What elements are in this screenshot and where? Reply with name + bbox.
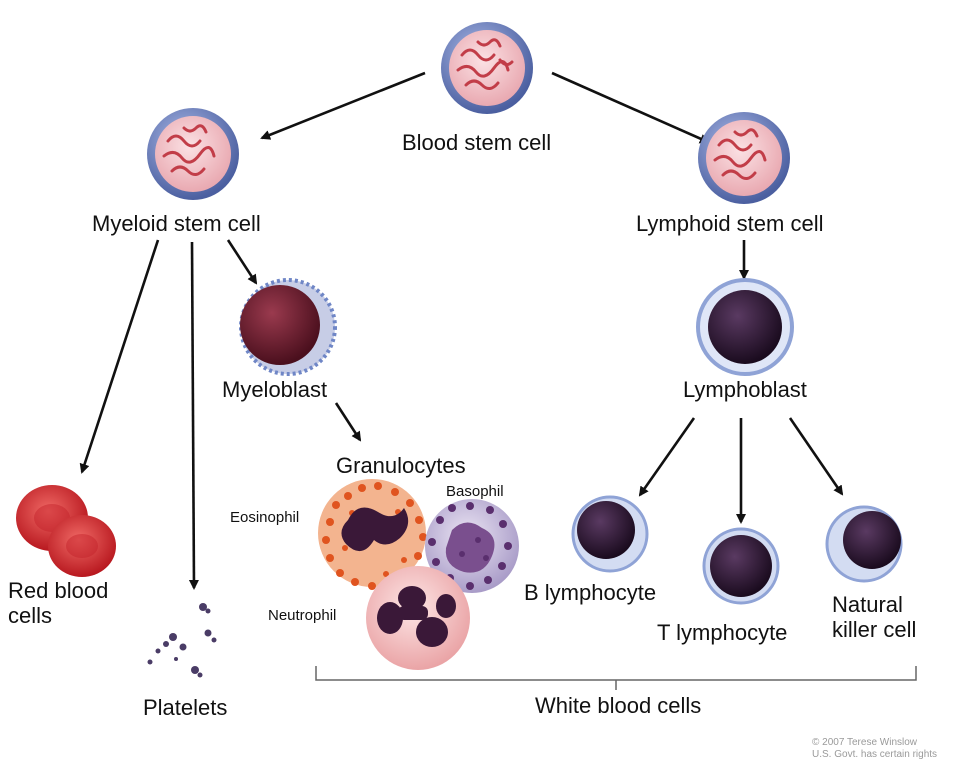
myeloid-stem-cell-icon	[147, 108, 239, 200]
arrow-lymphoblast-to-nk	[788, 417, 844, 496]
arrow-myeloid-to-rbc	[79, 239, 160, 474]
label-lymphoblast: Lymphoblast	[683, 377, 807, 402]
credit-line-1: © 2007 Terese Winslow	[812, 737, 918, 748]
credit-line-2: U.S. Govt. has certain rights	[812, 749, 938, 760]
label-myeloid-stem-cell: Myeloid stem cell	[92, 211, 261, 236]
label-platelets: Platelets	[143, 695, 228, 720]
basophil-icon	[425, 499, 519, 593]
lymphoid-stem-cell-icon	[698, 112, 790, 204]
label-lymphoid-stem-cell: Lymphoid stem cell	[636, 211, 824, 236]
neutrophil-icon	[366, 566, 470, 670]
arrow-myeloid-to-myeloblast	[226, 239, 258, 285]
label-neutrophil: Neutrophil	[268, 607, 337, 624]
arrow-stem-to-lymphoid	[551, 71, 710, 144]
arrows	[79, 71, 844, 590]
label-white-blood-cells: White blood cells	[535, 693, 702, 718]
label-t-lymphocyte: T lymphocyte	[657, 620, 788, 645]
label-myeloblast: Myeloblast	[222, 377, 328, 402]
label-natural-killer-cell: Natural killer cell	[832, 592, 917, 643]
label-eosinophil: Eosinophil	[230, 509, 300, 526]
arrow-myeloblast-to-granulocytes	[334, 402, 362, 442]
b-lymphocyte-icon	[571, 495, 649, 573]
t-lymphocyte-icon	[702, 527, 780, 605]
label-red-blood-cells: Red blood cells	[8, 578, 109, 629]
copyright-credit: © 2007 Terese Winslow U.S. Govt. has cer…	[812, 737, 937, 761]
white-blood-cells-bracket	[315, 666, 917, 690]
label-blood-stem-cell: Blood stem cell	[402, 130, 552, 155]
arrow-stem-to-myeloid	[260, 71, 426, 140]
arrow-myeloid-to-platelets	[188, 241, 199, 590]
blood-stem-cell-icon	[441, 22, 533, 114]
myeloblast-icon	[239, 278, 337, 376]
lymphoblast-icon	[696, 278, 794, 376]
red-blood-cells-icon	[16, 485, 116, 577]
label-basophil: Basophil	[446, 483, 504, 500]
label-b-lymphocyte: B lymphocyte	[524, 580, 657, 605]
eosinophil-icon	[318, 479, 427, 590]
arrow-lymphoblast-to-b	[638, 417, 696, 497]
natural-killer-cell-icon	[825, 505, 903, 583]
platelets-icon	[147, 603, 217, 678]
label-granulocytes: Granulocytes	[336, 453, 466, 478]
